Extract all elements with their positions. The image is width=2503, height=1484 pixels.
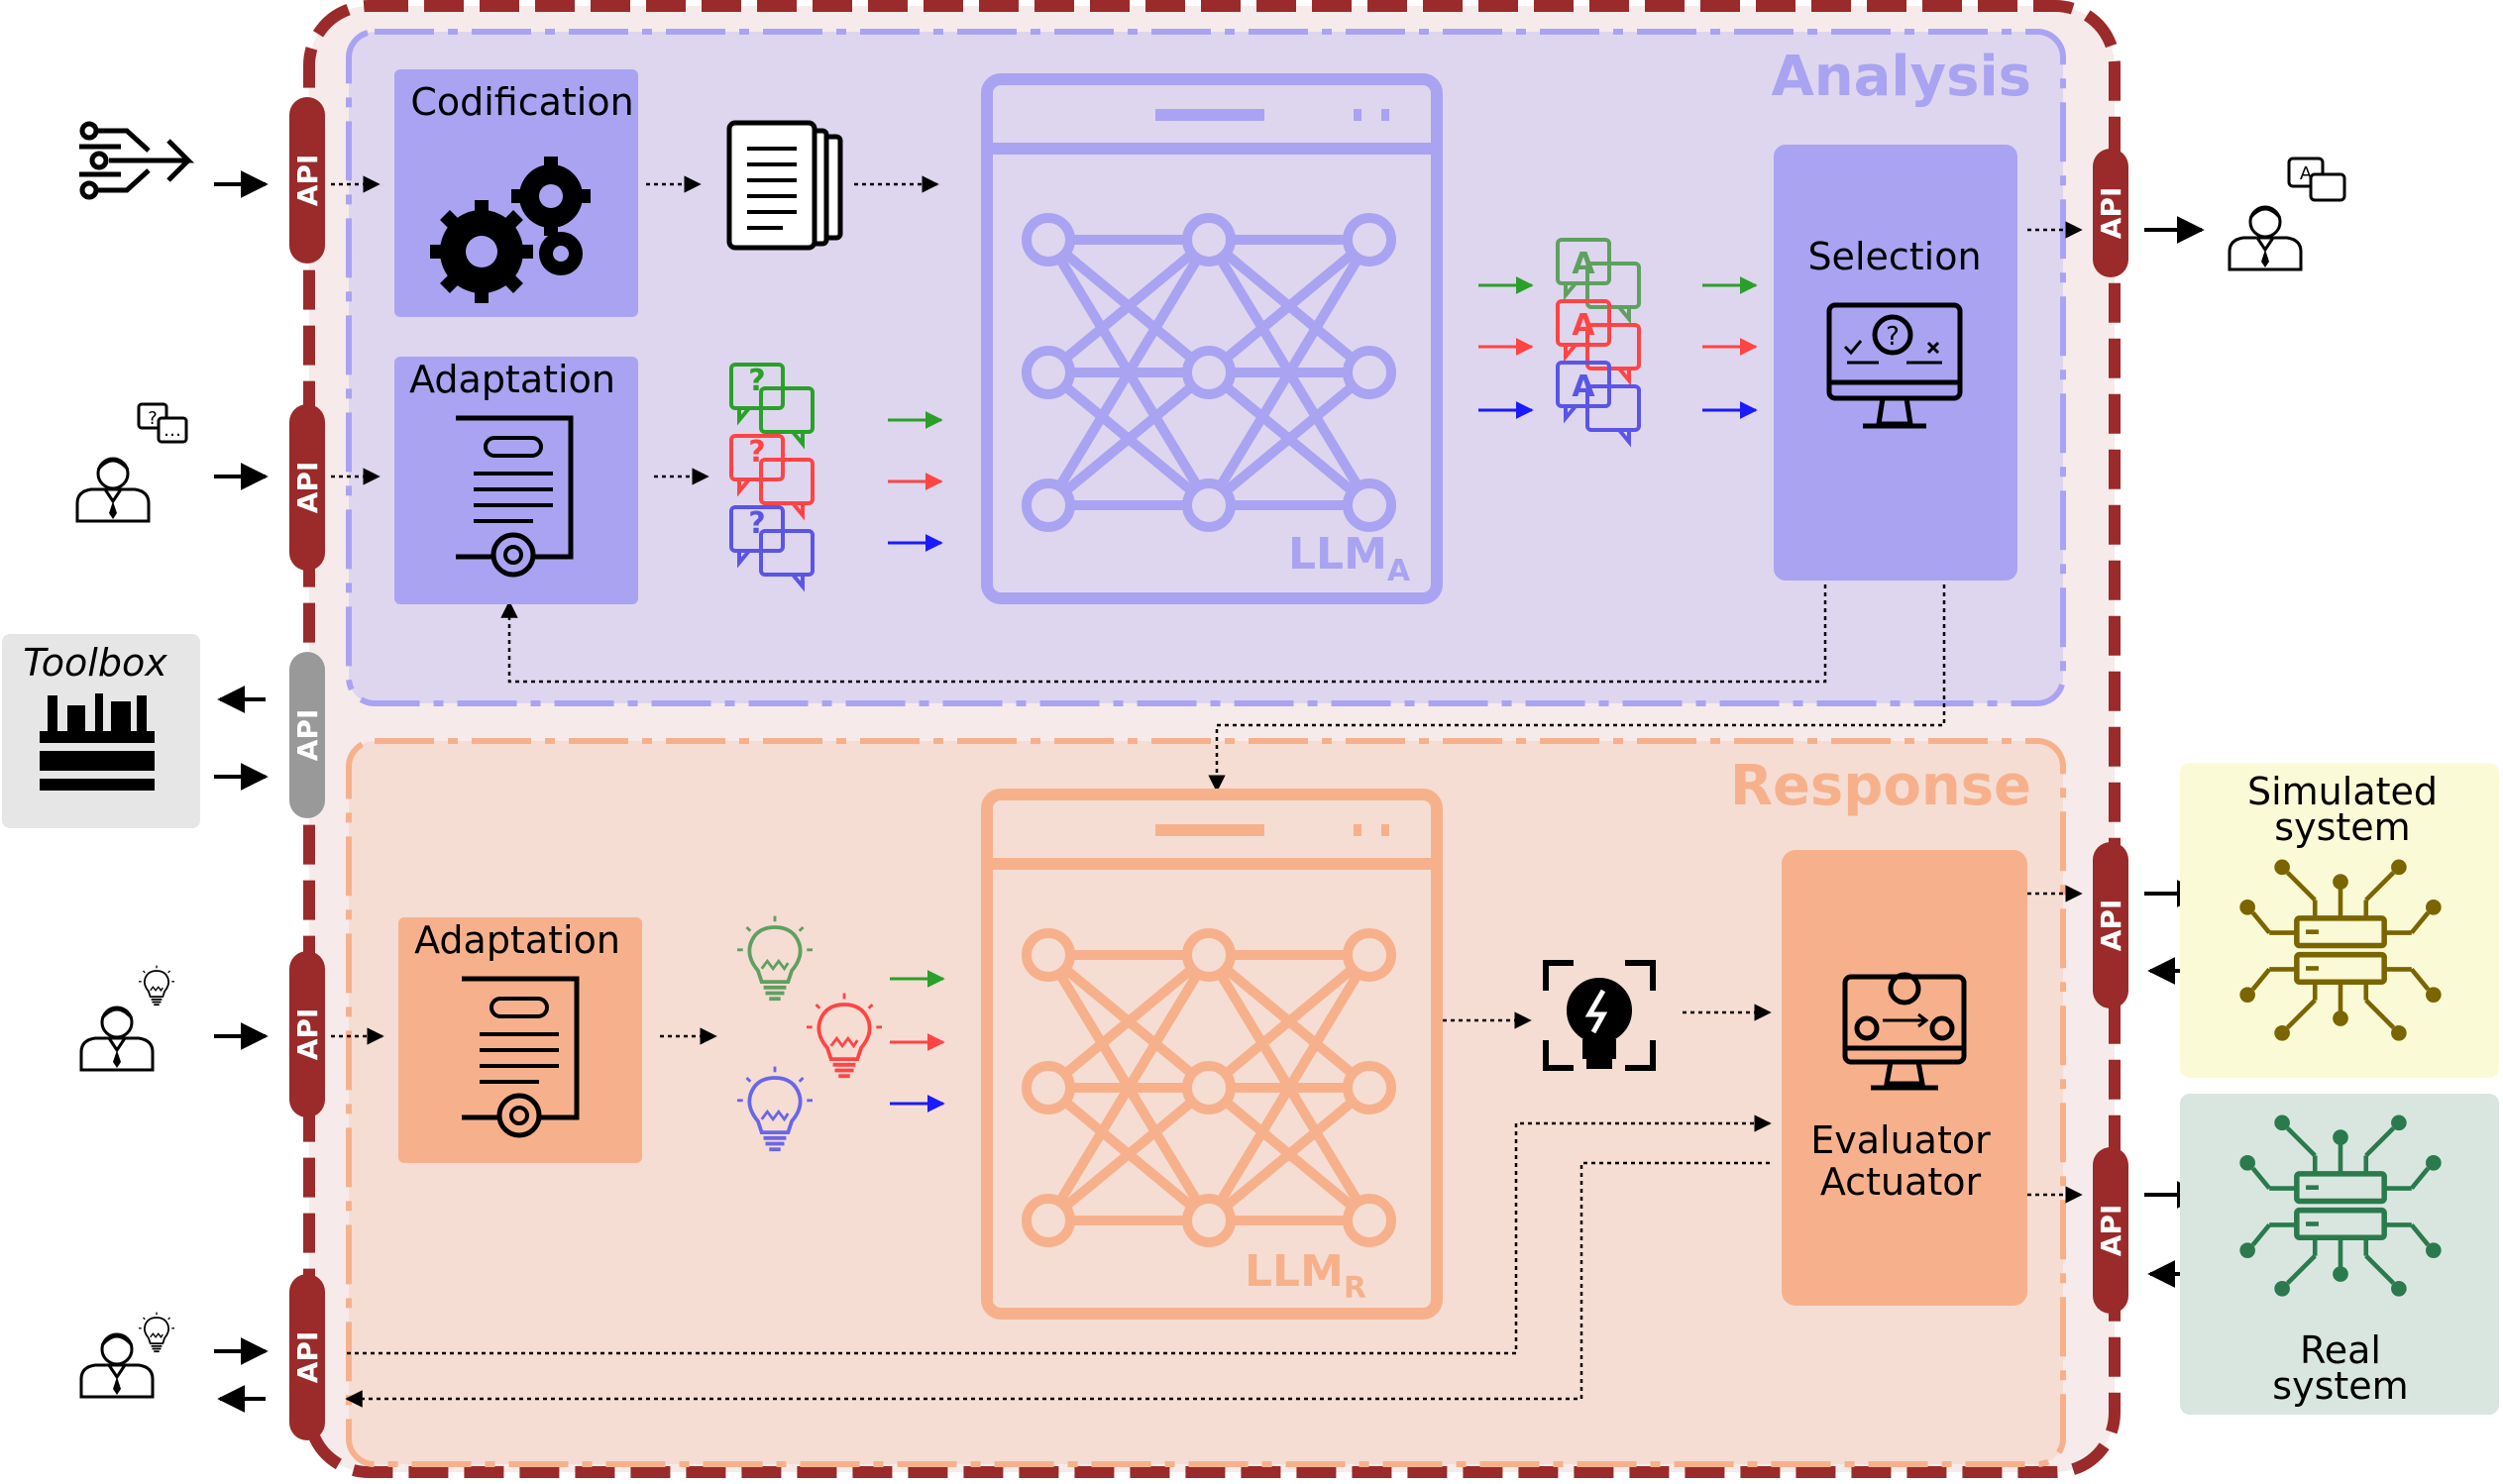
svg-text:?: ? bbox=[748, 364, 765, 398]
simulated-system-panel: Simulated system bbox=[2180, 763, 2499, 1078]
analysis-output-color-arrows-right bbox=[1702, 276, 1758, 419]
svg-text:?: ? bbox=[148, 408, 158, 429]
api-tag-toolbox: API bbox=[289, 652, 325, 818]
actuator-label: Actuator bbox=[1820, 1160, 1982, 1204]
llm-a-label: LLMA bbox=[1288, 529, 1411, 588]
llm-a-window bbox=[981, 73, 1443, 604]
svg-text:A: A bbox=[1572, 308, 1595, 343]
analysis-title: Analysis bbox=[1771, 45, 2031, 109]
document-stack-icon bbox=[726, 120, 843, 251]
analysis-adaptation-label: Adaptation bbox=[409, 358, 615, 401]
svg-text:A: A bbox=[1572, 370, 1595, 404]
simulated-system-title-1: Simulated bbox=[2247, 770, 2438, 813]
api-tag-input-1: API bbox=[289, 97, 325, 264]
real-system-panel: Real system bbox=[2180, 1094, 2499, 1415]
api-tag-real: API bbox=[2093, 1147, 2128, 1314]
gears-icon bbox=[430, 157, 591, 303]
svg-text:API: API bbox=[2095, 900, 2127, 952]
flash-bulb-icon bbox=[1543, 960, 1656, 1071]
response-adaptation-label: Adaptation bbox=[414, 918, 620, 962]
analysis-output-color-arrows-left bbox=[1478, 276, 1534, 419]
dotted-arrows bbox=[331, 175, 2083, 1408]
response-input-color-arrows bbox=[890, 970, 945, 1113]
svg-text:API: API bbox=[2095, 1205, 2127, 1257]
user-answer-icon bbox=[79, 1311, 175, 1399]
answer-bubbles-icon: A A A bbox=[1556, 238, 1641, 444]
svg-text:API: API bbox=[291, 709, 324, 762]
api-tag-input-2: API bbox=[289, 404, 325, 571]
selection-label: Selection bbox=[1807, 235, 1981, 278]
api-tag-input-4: API bbox=[289, 1274, 325, 1440]
real-system-title-1: Real bbox=[2300, 1328, 2381, 1372]
toolbox-icon bbox=[40, 693, 155, 791]
data-flow-icon bbox=[79, 121, 195, 200]
svg-text:API: API bbox=[291, 1331, 324, 1384]
svg-text:API: API bbox=[2095, 187, 2127, 240]
evaluator-label: Evaluator bbox=[1810, 1118, 1991, 1162]
selection-box bbox=[1774, 145, 2017, 581]
svg-text:…: … bbox=[163, 420, 181, 441]
user-question-icon: ? … bbox=[75, 402, 188, 523]
monitor-gears-icon bbox=[1842, 972, 1967, 1091]
analysis-adaptation-box bbox=[394, 357, 638, 604]
question-bubbles-icon: ? ? ? bbox=[729, 363, 815, 588]
llm-r-window bbox=[981, 789, 1443, 1320]
response-title: Response bbox=[1730, 754, 2031, 818]
real-system-title-2: system bbox=[2272, 1364, 2408, 1408]
llm-r-label: LLMR bbox=[1245, 1246, 1366, 1306]
toolbox-label: Toolbox bbox=[23, 641, 167, 685]
svg-text:API: API bbox=[291, 155, 324, 207]
svg-text:?: ? bbox=[748, 506, 765, 541]
toolbox-panel: Toolbox bbox=[2, 634, 200, 828]
monitor-question-icon: ? bbox=[1826, 302, 1963, 429]
simulated-system-title-2: system bbox=[2274, 805, 2410, 849]
api-tag-output-user: API bbox=[2093, 149, 2128, 277]
svg-text:API: API bbox=[291, 1008, 324, 1061]
api-tag-simulated: API bbox=[2093, 842, 2128, 1008]
evaluator-actuator-box bbox=[1782, 850, 2027, 1306]
user-answer-output-icon: A bbox=[2228, 157, 2346, 271]
codification-label: Codification bbox=[410, 80, 633, 124]
analysis-input-color-arrows bbox=[888, 411, 943, 552]
svg-text:A: A bbox=[1572, 247, 1595, 281]
api-tag-input-3: API bbox=[289, 951, 325, 1117]
svg-text:API: API bbox=[291, 462, 324, 514]
svg-text:?: ? bbox=[1886, 322, 1900, 352]
response-adaptation-box bbox=[398, 917, 642, 1163]
user-idea-icon bbox=[79, 964, 175, 1072]
svg-text:?: ? bbox=[748, 435, 765, 470]
